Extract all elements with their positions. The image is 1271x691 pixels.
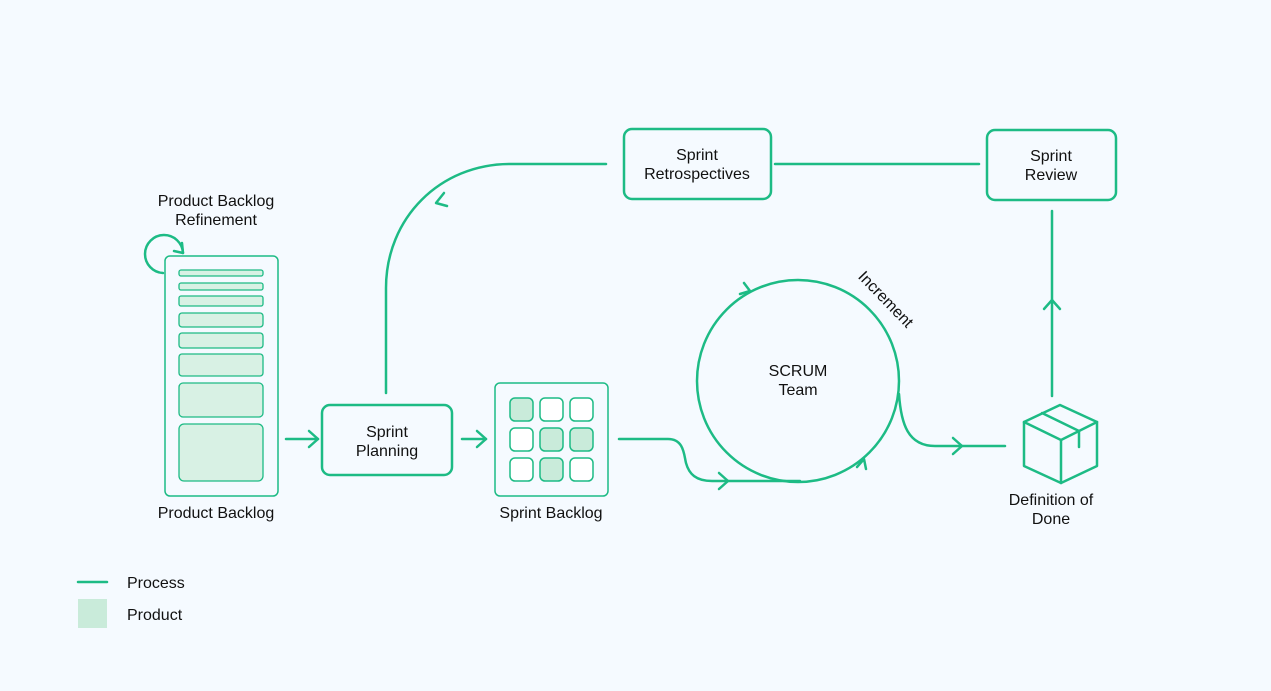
legend: Process Product <box>76 575 185 628</box>
sprint-backlog-cell <box>569 397 594 422</box>
arrow-dod-to-review <box>1042 209 1062 398</box>
sprint-planning-label-line1: Sprint <box>366 424 408 441</box>
sprint-backlog-cell <box>539 427 564 452</box>
arrow-team-to-dod <box>897 392 1007 456</box>
sprint-retrospectives-box <box>622 127 773 201</box>
sprint-backlog-grid <box>509 397 594 482</box>
arrow-planning-to-sprint-backlog <box>460 429 488 449</box>
sprint-review-box <box>985 128 1118 202</box>
sprint-backlog-cell <box>569 457 594 482</box>
sprint-planning-box <box>320 403 454 477</box>
arrow-sprint-backlog-to-team <box>617 437 802 491</box>
increment-label: Increment <box>854 268 916 331</box>
product-backlog <box>164 255 279 497</box>
sprint-review-label-line1: Sprint <box>1030 148 1072 165</box>
sprint-backlog-cell <box>569 427 594 452</box>
legend-process-label: Process <box>127 575 185 592</box>
legend-product-swatch <box>78 599 107 628</box>
sprint-backlog-cell <box>539 457 564 482</box>
sprint-planning-label-line2: Planning <box>356 443 418 460</box>
refinement-label-line1: Product Backlog <box>158 193 275 210</box>
dod-label-line1: Definition of <box>1009 492 1094 509</box>
sprint-backlog-cell <box>509 397 534 422</box>
refinement-loop <box>143 233 185 275</box>
legend-product-label: Product <box>127 607 183 624</box>
sprint-backlog-cell <box>509 457 534 482</box>
sprint-backlog-cell <box>509 427 534 452</box>
sprint-backlog <box>494 382 609 497</box>
sprint-review-label-line2: Review <box>1025 167 1078 184</box>
arrow-retro-to-planning <box>384 162 608 395</box>
scrum-team-label-line2: Team <box>778 382 817 399</box>
sprint-retro-label-line2: Retrospectives <box>644 166 750 183</box>
package-box-icon <box>1022 403 1099 485</box>
refinement-label-line2: Refinement <box>175 212 257 229</box>
dod-label-line2: Done <box>1032 511 1070 528</box>
sprint-retro-label-line1: Sprint <box>676 147 718 164</box>
arrow-backlog-to-planning <box>284 429 320 449</box>
scrum-team-loop <box>695 278 901 484</box>
product-backlog-label: Product Backlog <box>158 505 275 522</box>
sprint-backlog-cell <box>539 397 564 422</box>
scrum-team-label-line1: SCRUM <box>769 363 828 380</box>
sprint-backlog-label: Sprint Backlog <box>499 505 602 522</box>
